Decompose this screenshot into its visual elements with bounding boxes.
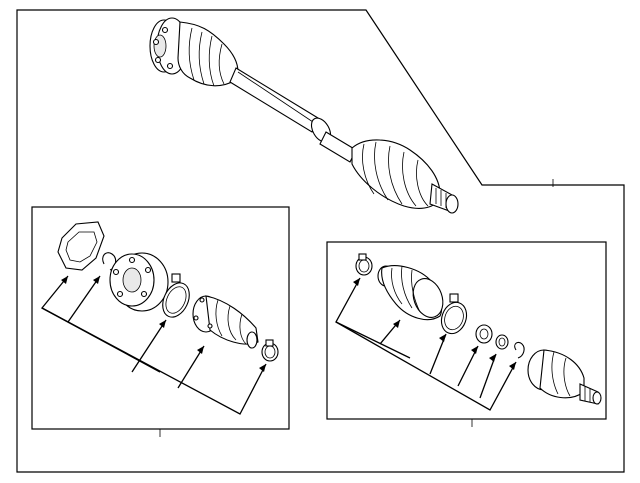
washer-icon[interactable] xyxy=(495,334,509,350)
outer-kit-callout-lines xyxy=(335,277,517,411)
assembly-frame xyxy=(16,9,625,473)
inner-kit-callout-lines xyxy=(41,275,267,415)
inner-joint-kit-box xyxy=(31,206,290,430)
washer-icon[interactable] xyxy=(475,324,493,344)
axle-assembly-icon[interactable] xyxy=(149,17,459,214)
clamp-icon[interactable] xyxy=(437,293,470,337)
clamp-icon[interactable] xyxy=(158,273,195,321)
clamp-icon[interactable] xyxy=(355,253,373,276)
outer-joint-kit-box xyxy=(326,241,607,420)
snap-ring-icon[interactable] xyxy=(514,341,525,359)
outer-cv-joint-icon[interactable] xyxy=(527,349,602,405)
boot-icon[interactable] xyxy=(377,265,448,322)
boot-icon[interactable] xyxy=(192,295,259,349)
gasket-icon[interactable] xyxy=(57,221,105,271)
inner-cv-joint-icon[interactable] xyxy=(109,252,169,312)
clamp-icon[interactable] xyxy=(261,339,279,362)
